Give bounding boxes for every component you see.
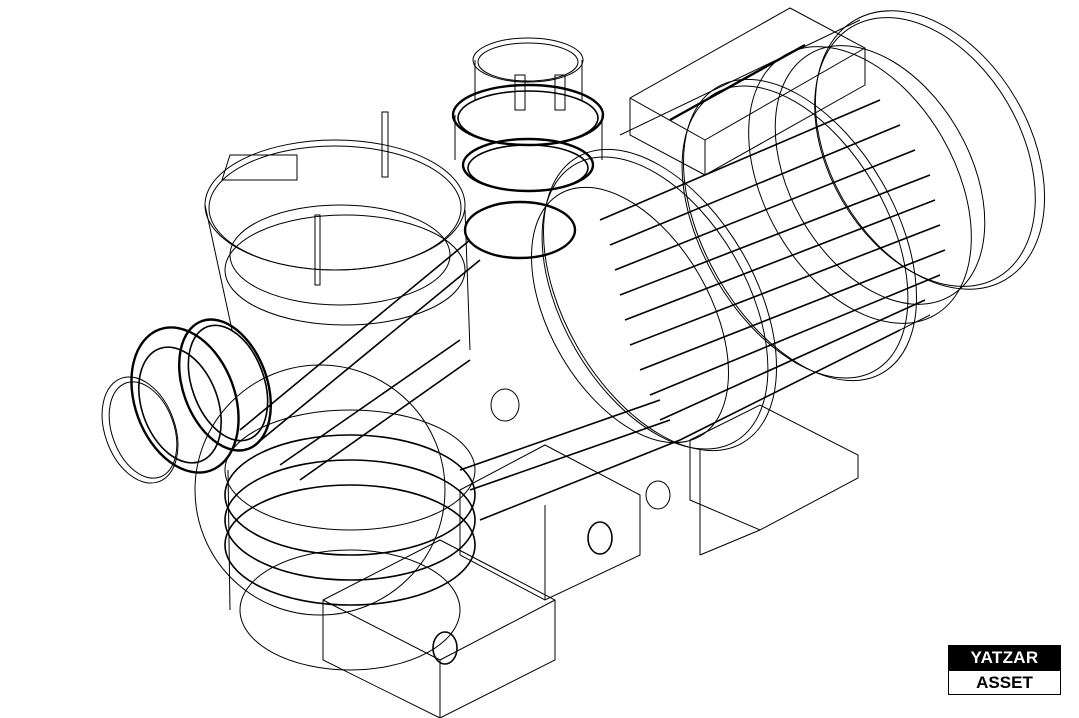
flow-channels — [239, 239, 681, 521]
motor-body — [531, 19, 931, 452]
motor-cooling-fins — [599, 99, 946, 441]
inlet-union — [101, 318, 273, 484]
base-feet — [322, 388, 859, 718]
motor-end-cap — [748, 10, 1046, 324]
logo-yatzar-text: YATZAR — [948, 645, 1061, 671]
logo-asset-text: ASSET — [948, 671, 1061, 695]
yatzar-asset-logo: YATZAR ASSET — [948, 645, 1061, 695]
discharge-union — [451, 37, 605, 260]
terminal-box — [629, 7, 866, 176]
pump-bowl — [194, 364, 476, 671]
strainer-housing — [204, 111, 471, 351]
